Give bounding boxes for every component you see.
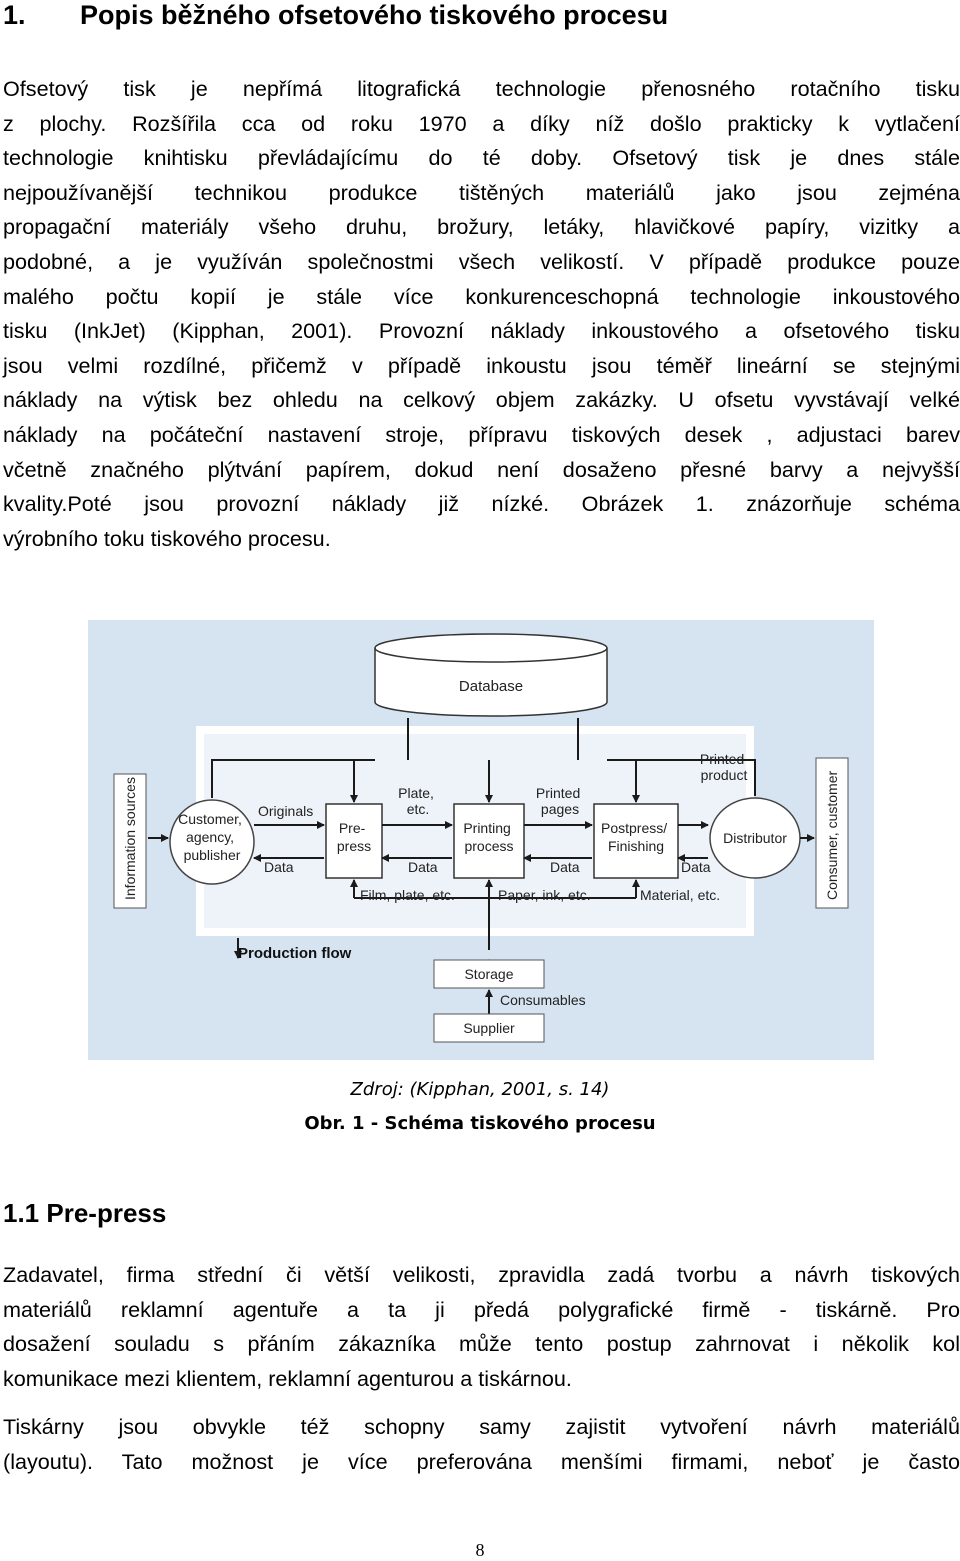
database-label: Database	[459, 678, 523, 695]
text-line: náklady na počáteční nastavení stroje, p…	[3, 421, 960, 447]
figure-caption: Obr. 1 - Schéma tiskového procesu	[304, 1113, 656, 1134]
text-line: náklady na výtisk bez ohledu na celkový …	[3, 387, 960, 413]
subsection-heading: 1.1 Pre-press	[3, 1198, 167, 1228]
text-line: Zadavatel, firma střední či větší veliko…	[3, 1262, 960, 1287]
text-line: technologie knihtisku převládajícímu do …	[3, 145, 960, 171]
printed-product-label-2: product	[701, 767, 748, 783]
printed-pages-label-2: pages	[541, 801, 579, 817]
svg-text:Printing process: Printing process	[463, 820, 514, 854]
text-line: Ofsetový tisk je nepřímá litografická te…	[3, 76, 960, 101]
svg-text:Postpress/ Finishing: Postpress/ Finishing	[601, 820, 671, 854]
layout-paragraph: Tiskárny jsou obvykle též schopny samy z…	[3, 1410, 960, 1479]
database-cylinder: Database	[374, 633, 608, 717]
section-number: 1.	[3, 0, 26, 30]
printing-process-diagram: Database Information sources Consumer, c…	[88, 620, 874, 1060]
data-label-3: Data	[550, 859, 580, 875]
svg-text:Pre- press: Pre- press	[337, 820, 371, 854]
originals-label: Originals	[258, 803, 313, 819]
prepress-box	[325, 803, 383, 879]
information-sources-bar	[113, 773, 147, 909]
figure-source: Zdroj: (Kipphan, 2001, s. 14)	[350, 1079, 610, 1100]
text-line: nejpoužívanější technikou produkce tiště…	[3, 179, 960, 205]
prepress-paragraph: Zadavatel, firma střední či větší veliko…	[3, 1258, 960, 1396]
supplier-box	[433, 1013, 545, 1043]
production-flow-label: Production flow	[238, 945, 352, 962]
customer-node	[169, 799, 255, 885]
page-number: 8	[475, 1540, 485, 1560]
storage-box	[433, 959, 545, 989]
customer-label-2: agency,	[186, 829, 234, 845]
data-label-4: Data	[681, 859, 711, 875]
film-label: Film, plate, etc.	[360, 887, 455, 903]
paper-label: Paper, ink, etc.	[498, 887, 591, 903]
text-line: (layoutu). Tato možnost je více preferov…	[3, 1448, 960, 1474]
printed-product-label-1: Printed	[700, 751, 744, 767]
text-line: kvality.Poté jsou provozní náklady již n…	[3, 491, 960, 517]
data-label-2: Data	[408, 859, 438, 875]
text-line: malého počtu kopií je stále více konkure…	[3, 283, 960, 309]
text-line: z plochy. Rozšířila cca od roku 1970 a d…	[3, 110, 960, 136]
text-line: jsou velmi rozdílné, přičemž v případě i…	[3, 352, 960, 378]
text-line: výrobního toku tiskového procesu.	[3, 525, 331, 551]
plate-label-2: etc.	[407, 801, 430, 817]
customer-label-3: publisher	[184, 847, 241, 863]
supplier-label: Supplier	[463, 1020, 515, 1036]
consumables-label: Consumables	[500, 992, 586, 1008]
section-title: Popis běžného ofsetového tiskového proce…	[80, 0, 669, 30]
intro-paragraph: Ofsetový tisk je nepřímá litografická te…	[3, 72, 960, 556]
distributor-label: Distributor	[723, 830, 787, 846]
consumer-bar	[815, 757, 849, 909]
text-line: propagační materiály všeho druhu, brožur…	[3, 214, 960, 240]
storage-label: Storage	[464, 966, 513, 982]
text-line: Tiskárny jsou obvykle též schopny samy z…	[3, 1414, 960, 1439]
svg-text:Plate, etc.: Plate, etc.	[398, 785, 438, 817]
material-label: Material, etc.	[640, 887, 720, 903]
postpress-box	[593, 803, 679, 879]
section-heading: 1. Popis běžného ofsetového tiskového pro…	[3, 0, 668, 31]
svg-text:Printed product: Printed product	[700, 751, 748, 783]
text-line: včetně značného plýtvání papírem, dokud …	[3, 456, 960, 482]
printed-pages-label-1: Printed	[536, 785, 580, 801]
information-sources-label: Information sources	[122, 777, 138, 900]
plate-label-1: Plate,	[398, 785, 434, 801]
consumer-label: Consumer, customer	[824, 771, 840, 900]
svg-text:Customer, agency, publ: Customer, agency, publisher	[178, 811, 246, 863]
text-line: materiálů reklamní agentuře a ta ji před…	[3, 1296, 960, 1322]
text-line: komunikace mezi klientem, reklamní agent…	[3, 1365, 572, 1391]
text-line: tisku (InkJet) (Kipphan, 2001). Provozní…	[3, 318, 960, 344]
text-line: podobné, a je využíván společnostmi všec…	[3, 248, 960, 274]
customer-label-1: Customer,	[178, 811, 242, 827]
printing-box	[453, 803, 525, 879]
data-label-1: Data	[264, 859, 294, 875]
text-line: dosažení souladu s přáním zákazníka může…	[3, 1331, 960, 1357]
svg-text:Printed pages: Printed pages	[536, 785, 584, 817]
